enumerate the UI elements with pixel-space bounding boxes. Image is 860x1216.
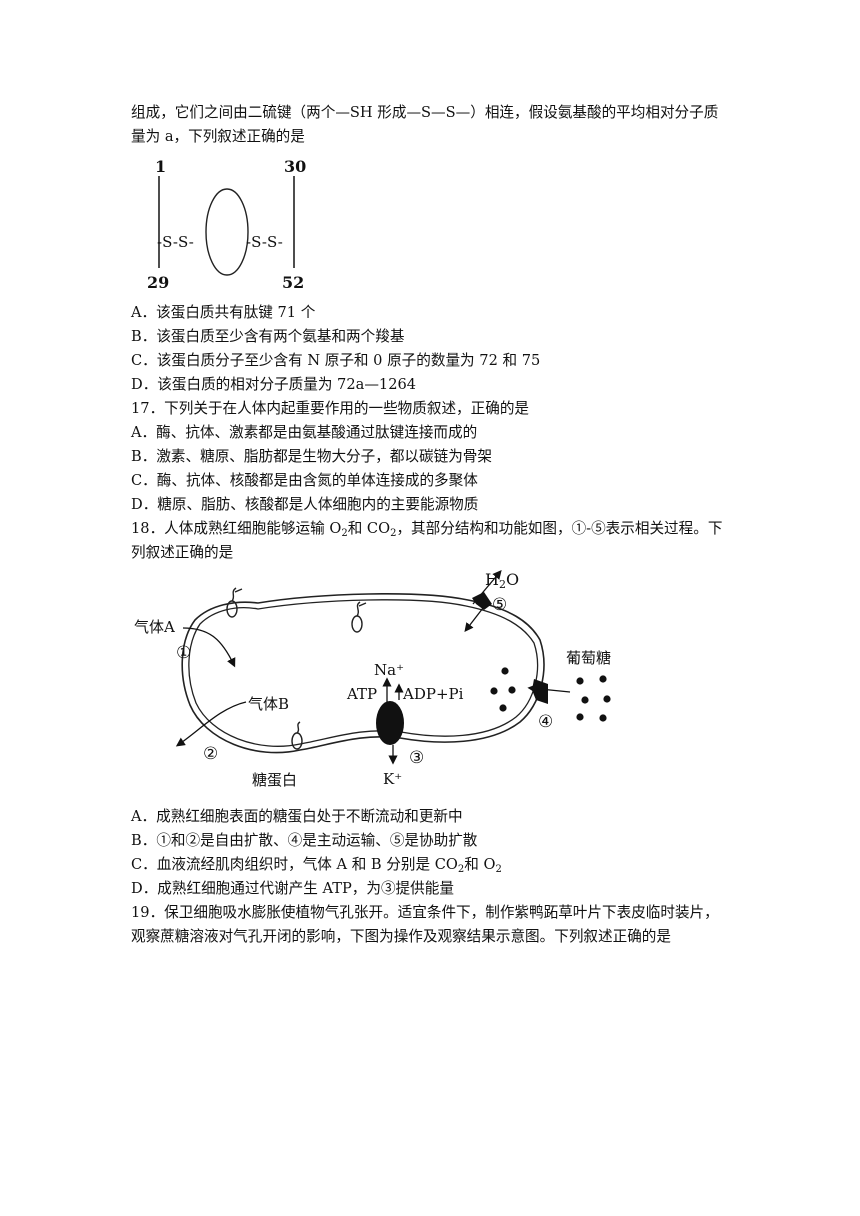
q18-stem-line1: 18．人体成熟红细胞能够运输 O2和 CO2，其部分结构和功能如图，①-⑤表示相… — [131, 518, 722, 545]
q16-option-c: C．该蛋白质分子至少含有 N 原子和 0 原子的数量为 72 和 75 — [131, 352, 541, 369]
process-4-label: ④ — [538, 712, 553, 732]
q18-stem-sub2: 2 — [390, 528, 397, 539]
q18-stem-part1: 18．人体成熟红细胞能够运输 O — [131, 520, 342, 537]
q16-option-b: B．该蛋白质至少含有两个氨基和两个羧基 — [131, 328, 405, 345]
q16-stem-line1: 组成，它们之间由二硫键（两个—SH 形成—S—S—）相连，假设氨基酸的平均相对分… — [131, 104, 719, 121]
red-blood-cell-figure: H2O ⑤ 气体A ① 气体B ② 糖蛋白 Na⁺ ATP ADP+Pi K⁺ … — [134, 570, 611, 789]
gas-b-arrow — [175, 701, 247, 747]
gas-b-label: 气体B — [248, 695, 289, 713]
q18-option-b: B．①和②是自由扩散、④是主动运输、⑤是协助扩散 — [131, 832, 478, 849]
disulfide-bond-left: -S-S- — [157, 233, 194, 251]
water-label-main: H — [485, 570, 499, 589]
q17-option-b: B．激素、糖原、脂肪都是生物大分子，都以碳链为骨架 — [131, 448, 492, 465]
q17-option-c: C．酶、抗体、核酸都是由含氮的单体连接成的多聚体 — [131, 472, 478, 489]
water-label-tail: O — [506, 570, 519, 589]
glucose-molecules-outside — [576, 675, 611, 722]
q16-option-a: A．该蛋白质共有肽键 71 个 — [131, 304, 316, 321]
glucose-arrow — [527, 684, 571, 694]
glucose-carrier-protein — [532, 679, 548, 704]
chain-label-30: 30 — [284, 157, 306, 176]
water-label: H2O — [485, 570, 519, 591]
water-label-sub: 2 — [499, 578, 506, 591]
q19-stem-line1: 19．保卫细胞吸水膨胀使植物气孔张开。适宜条件下，制作紫鸭跖草叶片下表皮临时装片… — [131, 904, 719, 921]
q18-stem-line2: 列叙述正确的是 — [131, 544, 234, 561]
glycoprotein-top-middle — [351, 601, 367, 633]
potassium-label: K⁺ — [383, 770, 402, 788]
q18-stem-part3: ，其部分结构和功能如图，①-⑤表示相关过程。下 — [396, 520, 723, 537]
disulfide-bond-right: -S-S- — [246, 233, 283, 251]
q16-stem-line2: 量为 a，下列叙述正确的是 — [131, 128, 305, 145]
glycoprotein-top-left — [226, 587, 243, 618]
q17-option-d: D．糖原、脂肪、核酸都是人体细胞内的主要能源物质 — [131, 496, 479, 513]
glycoprotein-label: 糖蛋白 — [252, 771, 297, 789]
glucose-molecules-inside — [490, 667, 516, 712]
adp-label: ADP+Pi — [402, 685, 464, 703]
q18-option-c-sub2: 2 — [495, 864, 502, 875]
sodium-label: Na⁺ — [374, 661, 404, 679]
q18-stem-part2: 和 CO — [347, 520, 391, 537]
q16-option-d: D．该蛋白质的相对分子质量为 72a—1264 — [131, 376, 417, 393]
q18-option-c: C．血液流经肌肉组织时，气体 A 和 B 分别是 CO2和 O2 — [131, 854, 502, 881]
protein-disulfide-figure: 1 30 -S-S- -S-S- 29 52 — [147, 157, 306, 292]
process-2-label: ② — [203, 744, 218, 764]
chain-label-29: 29 — [147, 273, 169, 292]
glycoprotein-bottom — [291, 721, 303, 750]
q18-stem-sub1: 2 — [341, 528, 348, 539]
chain-label-1: 1 — [155, 157, 166, 176]
atp-label: ATP — [346, 685, 377, 703]
q18-option-a: A．成熟红细胞表面的糖蛋白处于不断流动和更新中 — [131, 808, 463, 825]
gas-a-arrow — [182, 627, 236, 668]
loop-ellipse — [205, 188, 249, 276]
water-channel-protein — [464, 570, 502, 633]
process-3-label: ③ — [409, 748, 424, 768]
sodium-potassium-pump — [376, 701, 404, 745]
gas-a-label: 气体A — [134, 618, 175, 636]
process-1-label: ① — [176, 643, 191, 663]
cell-membrane-inner — [188, 599, 539, 747]
glucose-label: 葡萄糖 — [566, 649, 611, 667]
q18-option-c-part1: C．血液流经肌肉组织时，气体 A 和 B 分别是 CO — [131, 856, 458, 873]
q17-stem: 17．下列关于在人体内起重要作用的一些物质叙述，正确的是 — [131, 400, 530, 417]
q17-option-a: A．酶、抗体、激素都是由氨基酸通过肽键连接而成的 — [131, 424, 478, 441]
process-5-label: ⑤ — [492, 595, 507, 615]
cell-membrane-outer — [181, 593, 545, 754]
q18-option-c-sub1: 2 — [457, 864, 465, 875]
chain-label-52: 52 — [282, 273, 304, 292]
q19-stem-line2: 观察蔗糖溶液对气孔开闭的影响，下图为操作及观察结果示意图。下列叙述正确的是 — [131, 928, 671, 945]
q18-option-d: D．成熟红细胞通过代谢产生 ATP，为③提供能量 — [131, 880, 454, 897]
q18-option-c-part2: 和 O — [464, 856, 496, 873]
